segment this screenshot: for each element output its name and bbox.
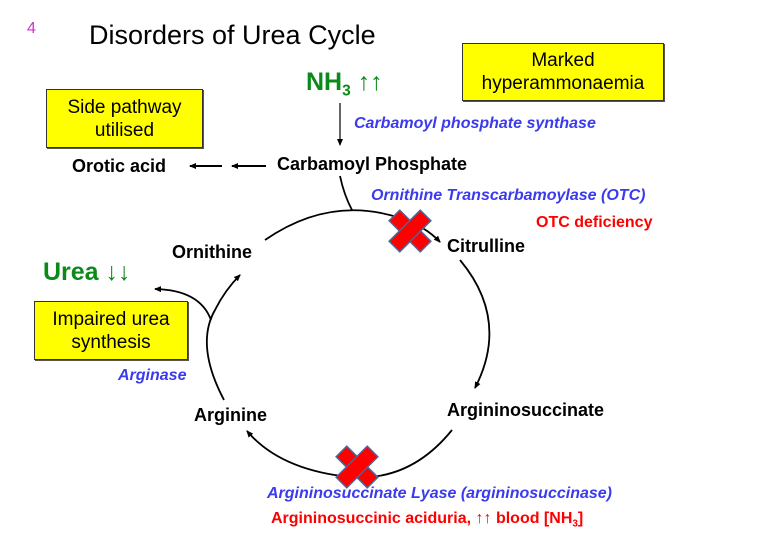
- defect-argininosuccinic-aciduria: Argininosuccinic aciduria, ↑↑ blood [NH3…: [271, 510, 584, 530]
- metabolite-carbamoyl-phosphate: Carbamoyl Phosphate: [277, 154, 468, 174]
- defect-otc-deficiency: OTC deficiency: [536, 214, 653, 231]
- arrow-ornithine-to-citrulline: [264, 209, 441, 243]
- metabolite-argininosuccinate: Argininosuccinate: [447, 400, 605, 420]
- arrow-citrulline-to-argininosuccinate: [459, 259, 491, 389]
- metabolite-arginine: Arginine: [194, 405, 268, 425]
- ammonia-label: NH3 ↑↑: [306, 68, 383, 100]
- arrow-carbamoyl-into-cycle: [339, 175, 353, 211]
- arrow-to-urea: [154, 286, 212, 321]
- urea-label: Urea ↓↓: [43, 258, 131, 286]
- slide-number: 4: [27, 20, 36, 37]
- enzyme-otc: Ornithine Transcarbamoylase (OTC): [371, 187, 646, 204]
- otc-block-icon: [388, 209, 432, 253]
- callout-marked-hyperammonaemia: Marked hyperammonaemia: [462, 43, 664, 101]
- metabolite-orotic-acid: Orotic acid: [72, 156, 167, 176]
- slide-title: Disorders of Urea Cycle: [89, 20, 376, 50]
- enzyme-cps: Carbamoyl phosphate synthase: [354, 115, 596, 132]
- increase-arrows-icon: ↑↑: [357, 68, 383, 96]
- callout-side-pathway: Side pathway utilised: [46, 89, 203, 148]
- enzyme-arginase: Arginase: [118, 367, 187, 384]
- enzyme-asl: Argininosuccinate Lyase (argininosuccina…: [267, 485, 612, 502]
- metabolite-citrulline: Citrulline: [447, 236, 526, 256]
- callout-impaired-urea: Impaired urea synthesis: [34, 301, 188, 360]
- decrease-arrows-icon: ↓↓: [105, 258, 131, 286]
- asl-block-icon: [335, 445, 379, 489]
- increase-arrows-icon: ↑↑: [475, 510, 492, 527]
- arrow-arginine-to-ornithine: [205, 274, 241, 401]
- metabolite-ornithine: Ornithine: [172, 242, 252, 262]
